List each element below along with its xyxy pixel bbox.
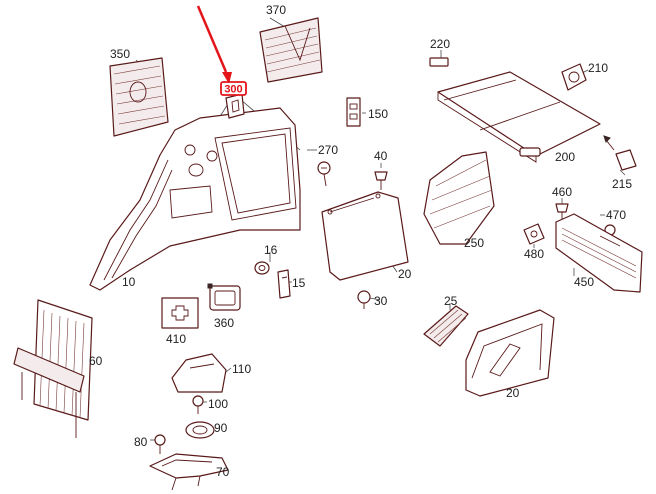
callout-220: 220 — [430, 37, 450, 51]
part-300-clip — [225, 93, 245, 119]
part-30-clip — [357, 290, 371, 309]
part-20-lower-panel — [465, 309, 555, 397]
part-210-handle — [561, 63, 587, 91]
part-100-bolt — [192, 395, 204, 414]
highlight-arrow — [196, 5, 228, 73]
part-60-roller-net — [13, 299, 93, 438]
part-15-hook — [277, 269, 291, 299]
part-460-clip — [555, 203, 569, 220]
callout-100: 100 — [208, 397, 228, 411]
callout-450: 450 — [574, 275, 594, 289]
highlight-label-box: 300 — [220, 81, 247, 96]
part-110-cover — [171, 353, 227, 393]
part-450-sill-trim — [555, 213, 643, 293]
callout-labels: 370 350 220 210 150 270 40 200 215 460 4… — [89, 3, 632, 479]
callout-360: 360 — [214, 316, 234, 330]
part-150-bracket — [346, 97, 361, 127]
part-370-trim-panel — [259, 17, 323, 83]
callout-150: 150 — [368, 107, 388, 121]
part-410-first-aid-cover — [161, 297, 199, 329]
callout-40: 40 — [374, 149, 388, 163]
callout-270: 270 — [318, 143, 338, 157]
callout-250: 250 — [464, 236, 484, 250]
callout-16: 16 — [264, 243, 278, 257]
callout-210: 210 — [588, 61, 608, 75]
callout-20-lower: 20 — [506, 386, 520, 400]
part-20-cover-panel — [321, 191, 409, 281]
part-10-side-trim — [89, 107, 301, 291]
callout-480: 480 — [524, 247, 544, 261]
part-70-bracket — [149, 453, 229, 491]
callout-460: 460 — [552, 185, 572, 199]
callout-25: 25 — [444, 294, 458, 308]
callout-20-upper: 20 — [398, 267, 412, 281]
callout-470: 470 — [606, 208, 626, 222]
callout-70: 70 — [216, 465, 230, 479]
callout-80: 80 — [134, 435, 148, 449]
callout-15: 15 — [292, 276, 306, 290]
part-25-grille — [423, 305, 469, 347]
callout-215: 215 — [612, 177, 632, 191]
part-40-clip — [374, 171, 388, 190]
callout-90: 90 — [214, 421, 228, 435]
part-270-screw — [317, 161, 331, 187]
part-360-socket — [207, 283, 241, 311]
callout-370: 370 — [266, 3, 286, 17]
part-16-washer — [254, 261, 270, 275]
part-480-latch — [523, 223, 545, 245]
part-220-clip — [429, 57, 449, 67]
callout-200: 200 — [555, 150, 575, 164]
part-90-ring — [185, 421, 215, 439]
part-200-luggage-cover — [437, 71, 601, 163]
part-215-holder — [603, 135, 637, 171]
part-350-side-panel — [109, 57, 169, 137]
highlight-indicator — [196, 5, 232, 84]
highlight-arrow-head — [222, 72, 232, 84]
part-250-liner — [423, 151, 495, 245]
callout-30: 30 — [374, 294, 388, 308]
callout-350: 350 — [110, 47, 130, 61]
callout-410: 410 — [166, 332, 186, 346]
part-80-bolt — [154, 434, 166, 454]
highlight-box — [220, 81, 247, 96]
callout-10: 10 — [122, 275, 136, 289]
callout-110: 110 — [232, 362, 251, 376]
callout-60: 60 — [89, 354, 103, 368]
highlight-label: 300 — [224, 84, 242, 96]
